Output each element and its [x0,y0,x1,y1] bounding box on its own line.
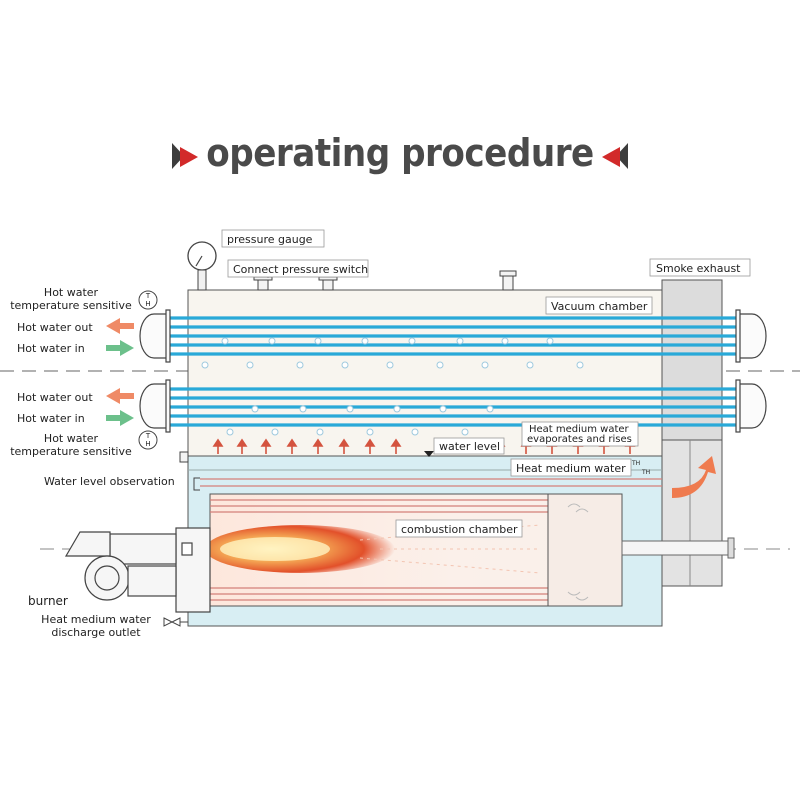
hot-water-temp-label-1b: temperature sensitive [10,299,132,312]
hot-water-temp-label-1a: Hot water [44,286,99,299]
svg-text:H: H [145,440,150,448]
title-right-marker-icon [601,142,628,169]
water-level-marker-icon [424,451,434,457]
th-small-label-2: TH [641,469,650,476]
vapor-bubbles [201,337,584,436]
heat-medium-evap-label-line1: Heat medium water [529,424,630,435]
heat-medium-evap-label-line2: evaporates and rises [527,434,632,445]
hot-water-in-arrow-2 [106,410,134,426]
pressure-gauge-label: pressure gauge [227,233,313,246]
temperature-sensor-icon-1: T H [138,290,158,310]
smoke-exhaust-label: Smoke exhaust [656,262,741,275]
pressure-gauge-icon [187,241,217,291]
hot-water-in-label-2: Hot water in [17,412,85,425]
pressure-switch-label: Connect pressure switch [233,263,368,276]
svg-text:T: T [145,292,151,300]
water-level-label-box [433,437,505,455]
svg-text:H: H [145,300,150,308]
pressure-switch-nozzles [253,270,517,291]
hot-water-out-arrow-2 [106,388,134,404]
hot-water-in-label-1: Hot water in [17,342,85,355]
combustion-chamber-label-box [395,519,523,538]
discharge-valve-icon [163,617,188,627]
hot-water-out-label-1: Hot water out [17,321,93,334]
smoke-exhaust-label-box [649,258,751,277]
heat-medium-water-label: Heat medium water [516,462,626,475]
hot-water-in-arrow-1 [106,340,134,356]
pressure-gauge-label-box [221,229,325,248]
smoke-exhaust-column [661,279,723,587]
rear-flow-arrows [567,503,589,601]
hot-water-out-arrow-1 [106,318,134,334]
temperature-sensor-icon-2: T H [138,430,158,450]
heat-medium-water-label-box [510,458,632,477]
upper-tube-bundle [150,316,752,356]
water-level-sightglass [179,451,200,491]
svg-text:T: T [145,432,151,440]
tube-headers [139,309,767,433]
hot-water-temp-label-2b: temperature sensitive [10,445,132,458]
title-left-marker-icon [172,142,199,169]
title-text: operating procedure [206,131,594,175]
lower-tube-bundle [150,387,752,427]
page-title: operating procedure [0,128,800,178]
exhaust-flow-arrow-icon [672,456,716,498]
combustion-tubes [200,478,662,601]
water-level-observation-label: Water level observation [44,475,175,488]
pressure-switch-label-box [227,259,369,278]
burner-label: burner [28,594,68,608]
hot-water-temp-label-2a: Hot water [44,432,99,445]
combustion-chamber-label: combustion chamber [401,523,518,536]
vacuum-chamber-label: Vacuum chamber [551,300,648,313]
exhaust-pipe [621,540,733,556]
vacuum-chamber-label-box [545,296,653,315]
water-level-label: water level [439,440,500,453]
discharge-label-line1: Heat medium water [41,613,151,626]
burner-assembly [64,527,211,613]
rear-smoke-box [547,493,623,607]
discharge-label-line2: discharge outlet [51,626,141,639]
heat-medium-evap-label-box [521,421,639,447]
th-small-label-1: TH [631,460,640,467]
hot-water-out-label-2: Hot water out [17,391,93,404]
